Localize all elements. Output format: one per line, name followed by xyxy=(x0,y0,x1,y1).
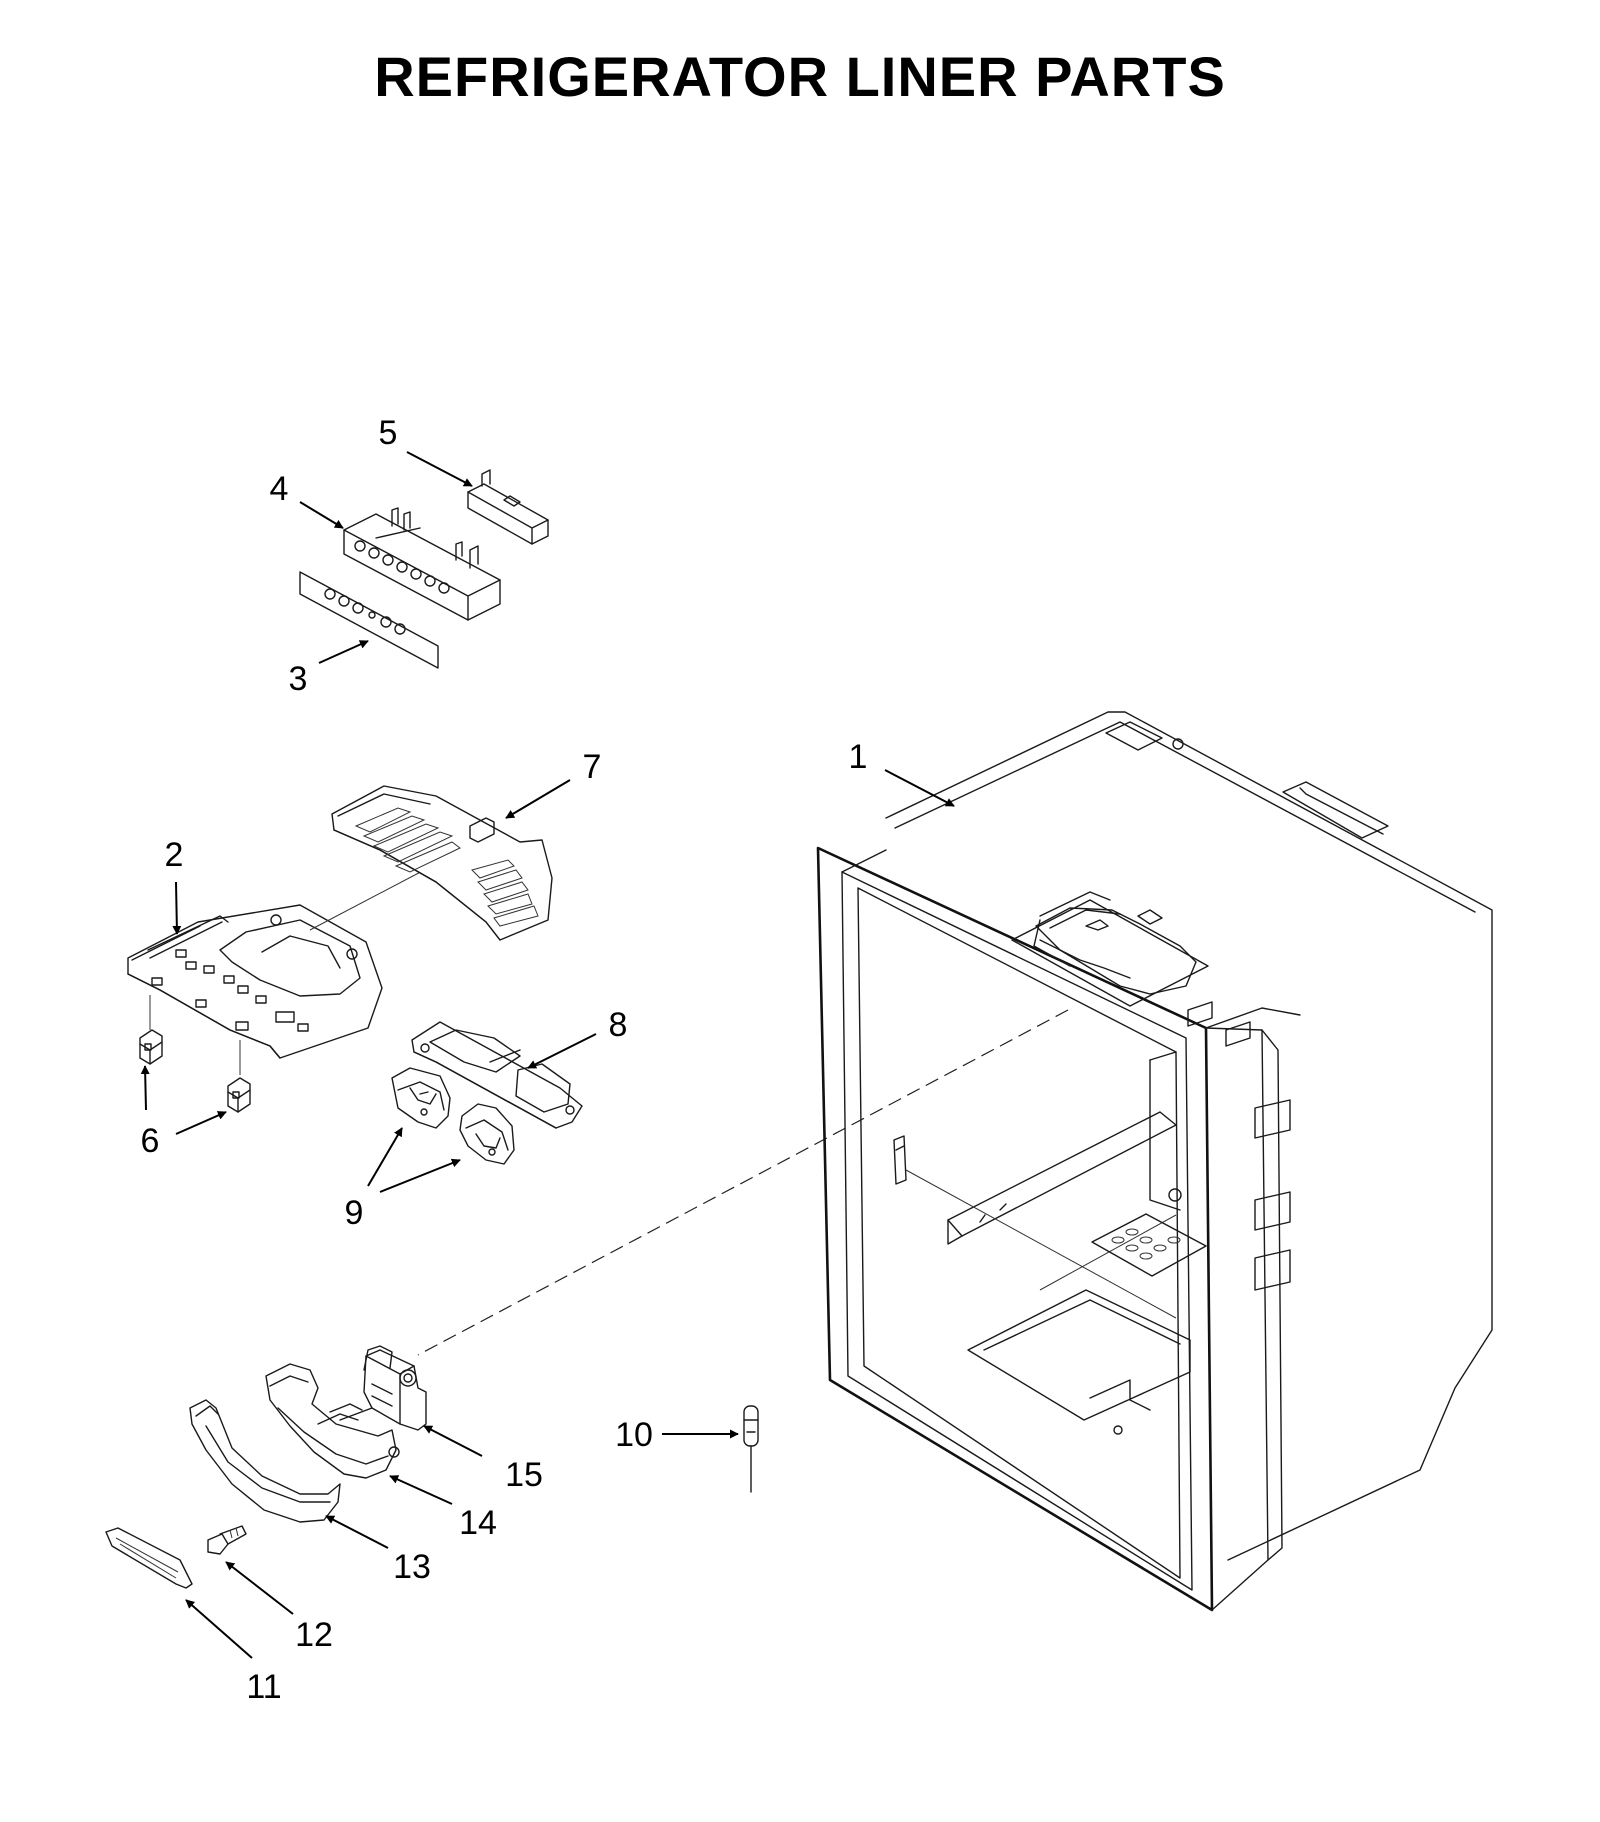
assembly-dash-line xyxy=(417,1009,1069,1356)
part-2-control-housing[interactable] xyxy=(127,904,383,1075)
callout-15[interactable]: 15 xyxy=(505,1456,543,1494)
part-6-switch-lower[interactable] xyxy=(227,1077,251,1113)
leader-lines xyxy=(140,451,955,1659)
part-6-switch-upper[interactable] xyxy=(139,1029,163,1065)
callout-12[interactable]: 12 xyxy=(295,1616,333,1654)
callout-8[interactable]: 8 xyxy=(609,1006,628,1044)
part-15-damper-assembly[interactable] xyxy=(329,1345,427,1431)
alignment-line xyxy=(309,865,433,931)
part-10-thermistor[interactable] xyxy=(743,1405,759,1493)
part-8-lamp-housing[interactable] xyxy=(411,1021,583,1129)
callout-14[interactable]: 14 xyxy=(459,1504,497,1542)
part-1-refrigerator-liner[interactable] xyxy=(816,711,1493,1612)
part-9-lamp-socket-left[interactable] xyxy=(391,1067,451,1129)
part-4-control-bracket[interactable] xyxy=(343,507,501,621)
part-9-lamp-socket-right[interactable] xyxy=(459,1103,515,1165)
page-title: REFRIGERATOR LINER PARTS xyxy=(374,45,1226,108)
callout-11[interactable]: 11 xyxy=(246,1668,281,1706)
part-12-screw[interactable] xyxy=(207,1525,247,1555)
part-5-cover[interactable] xyxy=(467,469,549,545)
callout-5[interactable]: 5 xyxy=(379,414,398,452)
callout-1[interactable]: 1 xyxy=(849,738,868,776)
callout-labels: 1 2 3 4 5 6 7 8 9 10 11 12 13 14 15 xyxy=(141,414,868,1706)
part-7-diffuser[interactable] xyxy=(331,785,553,941)
callout-10[interactable]: 10 xyxy=(615,1416,653,1454)
part-13-cover[interactable] xyxy=(189,1399,341,1523)
part-3-overlay[interactable] xyxy=(299,571,439,669)
callout-9[interactable]: 9 xyxy=(345,1194,364,1232)
callout-7[interactable]: 7 xyxy=(583,748,602,786)
callout-6[interactable]: 6 xyxy=(141,1122,160,1160)
part-11-trim[interactable] xyxy=(105,1527,193,1589)
callout-2[interactable]: 2 xyxy=(165,836,184,874)
callout-4[interactable]: 4 xyxy=(270,470,289,508)
part-14-housing[interactable] xyxy=(265,1363,400,1479)
callout-13[interactable]: 13 xyxy=(393,1548,431,1586)
callout-3[interactable]: 3 xyxy=(289,660,308,698)
